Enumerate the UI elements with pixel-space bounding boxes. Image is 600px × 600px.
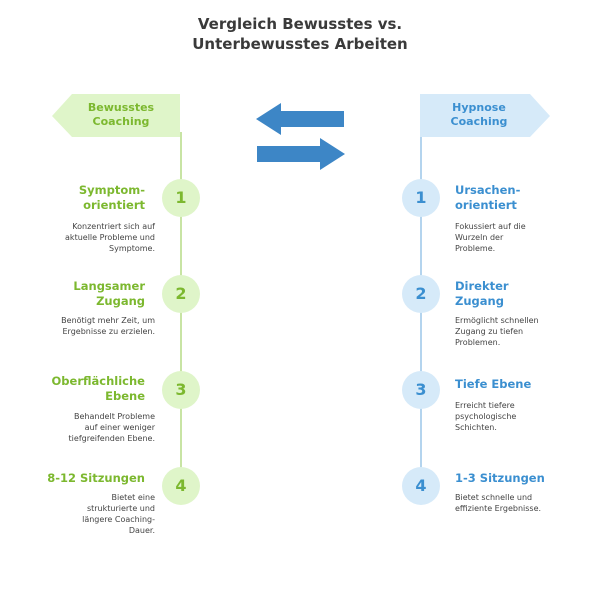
right-banner-arrow xyxy=(420,94,550,137)
left-step-title-2: Langsamer Zugang xyxy=(73,279,145,308)
right-step-title-2: Direkter Zugang xyxy=(455,279,509,308)
left-step-desc-1: Konzentriert sich auf aktuelle Probleme … xyxy=(65,222,155,253)
right-step-desc-4: Bietet schnelle und effiziente Ergebniss… xyxy=(455,493,542,513)
title-line-2: Unterbewusstes Arbeiten xyxy=(192,35,408,53)
right-step-circle-3 xyxy=(402,371,440,409)
left-step-number-1: 1 xyxy=(175,188,187,207)
right-step-number-4: 4 xyxy=(415,476,427,495)
left-step-circle-1 xyxy=(162,179,200,217)
left-step-title-1: Symptom- orientiert xyxy=(78,183,145,212)
left-banner-arrow xyxy=(52,94,180,137)
left-step-desc-2: Benötigt mehr Zeit, um Ergebnisse zu erz… xyxy=(61,316,155,336)
title-line-1: Vergleich Bewusstes vs. xyxy=(197,15,403,33)
right-step-desc-3: Erreicht tiefere psychologische Schichte… xyxy=(455,401,517,432)
arrow-right-icon xyxy=(257,138,345,170)
right-step-title-4: 1-3 Sitzungen xyxy=(455,471,545,485)
page-title: Vergleich Bewusstes vs. Unterbewusstes A… xyxy=(0,14,600,54)
left-step-circle-4 xyxy=(162,467,200,505)
right-banner-line-2: Coaching xyxy=(450,115,508,128)
left-banner-label: Bewusstes Coaching xyxy=(86,101,156,129)
arrow-left-icon xyxy=(256,103,344,135)
left-step-title-3: Oberflächliche Ebene xyxy=(51,374,145,403)
right-banner-label: Hypnose Coaching xyxy=(440,101,518,129)
right-banner-line-1: Hypnose xyxy=(452,101,506,114)
left-step-number-4: 4 xyxy=(175,476,187,495)
right-step-number-3: 3 xyxy=(415,380,427,399)
left-step-desc-4: Bietet eine strukturierte und längere Co… xyxy=(82,493,155,535)
left-banner-line-2: Coaching xyxy=(92,115,150,128)
right-step-circle-2 xyxy=(402,275,440,313)
right-step-desc-1: Fokussiert auf die Wurzeln der Probleme. xyxy=(455,222,526,253)
right-step-title-3: Tiefe Ebene xyxy=(455,377,532,391)
right-step-title-1: Ursachen- orientiert xyxy=(455,183,521,212)
left-step-number-2: 2 xyxy=(175,284,187,303)
left-step-title-4: 8-12 Sitzungen xyxy=(47,471,145,485)
right-step-desc-2: Ermöglicht schnellen Zugang zu tiefen Pr… xyxy=(455,316,539,347)
left-step-circle-3 xyxy=(162,371,200,409)
right-step-number-2: 2 xyxy=(415,284,427,303)
right-step-circle-1 xyxy=(402,179,440,217)
left-step-circle-2 xyxy=(162,275,200,313)
left-step-desc-3: Behandelt Probleme auf einer weniger tie… xyxy=(68,412,155,443)
left-banner-line-1: Bewusstes xyxy=(87,101,155,114)
right-step-number-1: 1 xyxy=(415,188,427,207)
left-step-number-3: 3 xyxy=(175,380,187,399)
right-step-circle-4 xyxy=(402,467,440,505)
